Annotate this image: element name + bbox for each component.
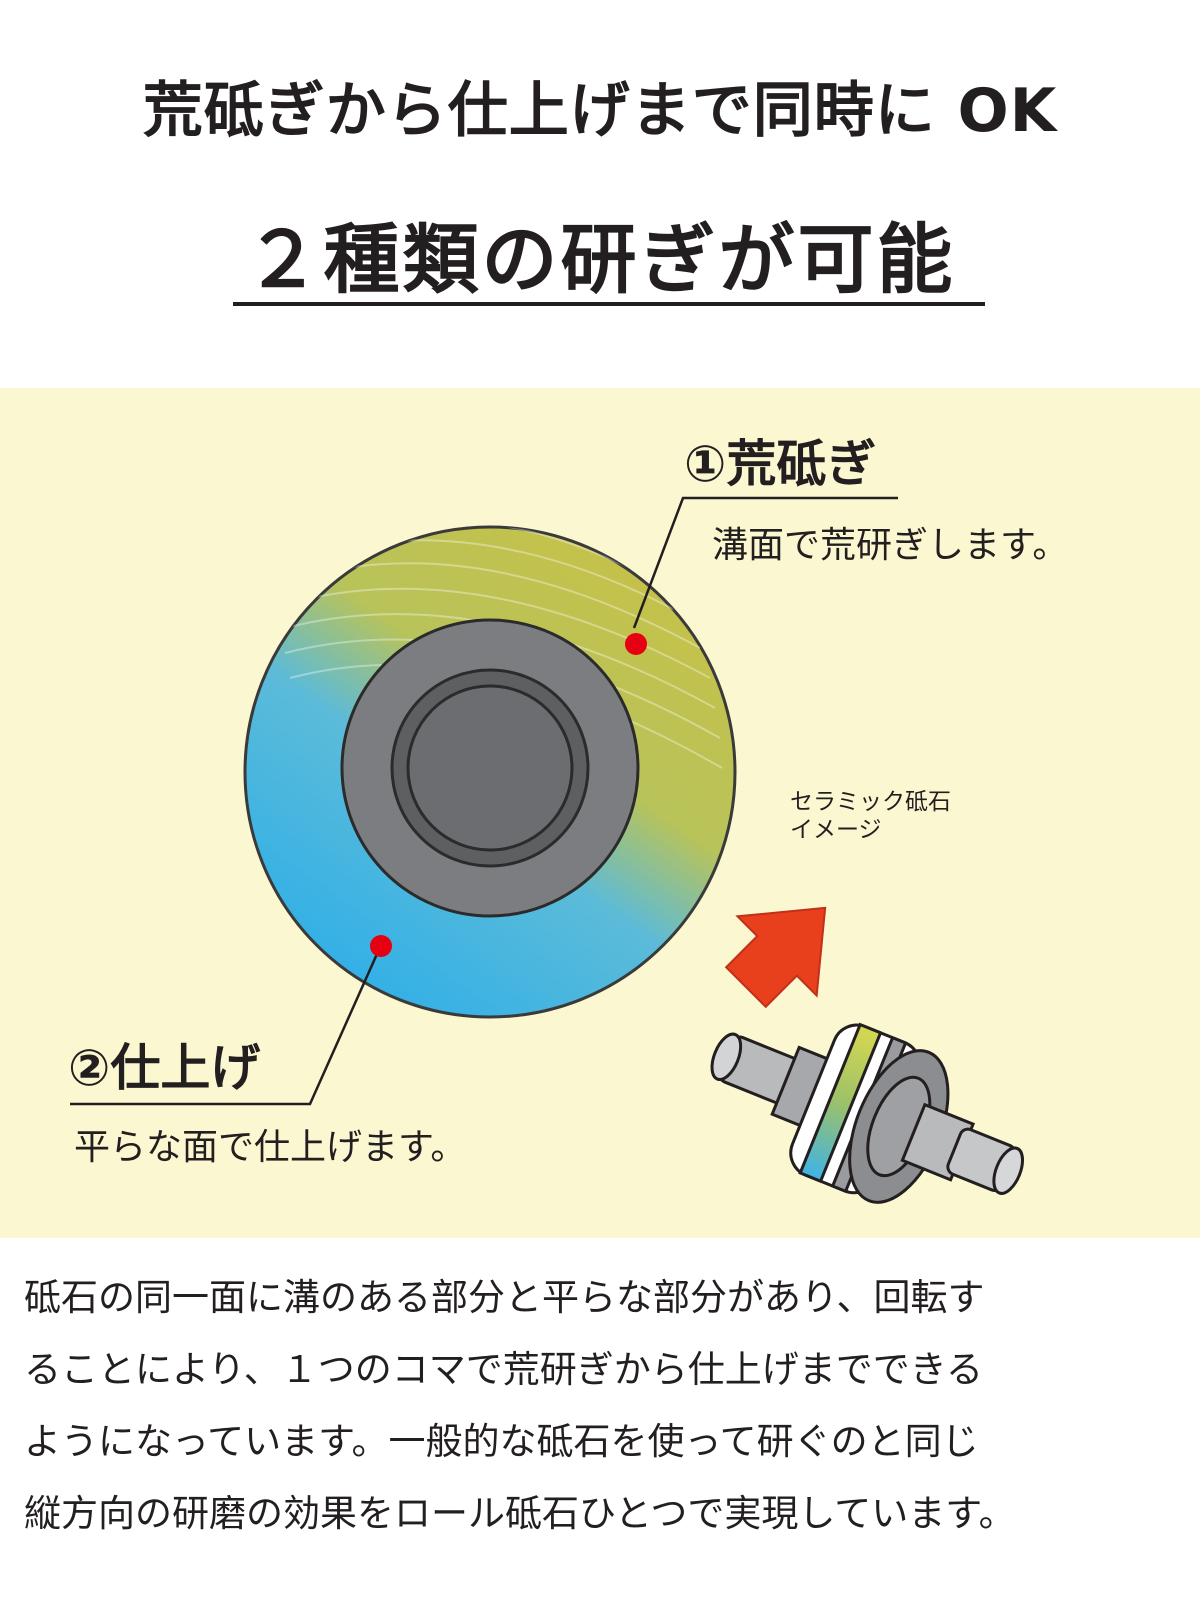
body-line-3: ようになっています。一般的な砥石を使って研ぐのと同じ [24, 1420, 979, 1463]
rough-zone-marker [625, 633, 647, 655]
body-line-1: 砥石の同一面に溝のある部分と平らな部分があり、回転す [24, 1276, 985, 1319]
rough-leader-line [632, 496, 898, 629]
subhead-underline [233, 302, 985, 306]
body-paragraph: 砥石の同一面に溝のある部分と平らな部分があり、回転す ることにより、１つのコマで… [24, 1262, 1184, 1550]
finish-description: 平らな面で仕上げます。 [74, 1127, 467, 1168]
body-line-4: 縦方向の研磨の効果をロール砥石ひとつで実現しています。 [24, 1492, 1016, 1535]
stone-caption-line-1: セラミック砥石 [790, 789, 951, 815]
diagram-panel: ①荒砥ぎ 溝面で荒研ぎします。 ②仕上げ 平らな面で仕上げます。 セラミック砥石… [0, 388, 1200, 1238]
sharpening-diagram [70, 496, 1025, 1204]
finish-leader-line [70, 944, 383, 1106]
finish-title: ②仕上げ [68, 1039, 261, 1097]
stone-caption: セラミック砥石 イメージ [790, 788, 951, 844]
roll-stone-illustration [710, 1022, 1025, 1204]
body-line-2: ることにより、１つのコマで荒研ぎから仕上げまでできる [24, 1348, 984, 1391]
finish-zone-marker [370, 935, 392, 957]
subhead: ２種類の研ぎが可能 [244, 215, 956, 304]
direction-arrow [724, 906, 827, 1009]
ceramic-stone-disc [243, 525, 737, 1019]
stone-caption-line-2: イメージ [790, 817, 882, 843]
headline: 荒砥ぎから仕上げまで同時に OK [142, 76, 1058, 146]
rough-title: ①荒砥ぎ [684, 435, 877, 493]
rough-description: 溝面で荒研ぎします。 [712, 525, 1069, 566]
